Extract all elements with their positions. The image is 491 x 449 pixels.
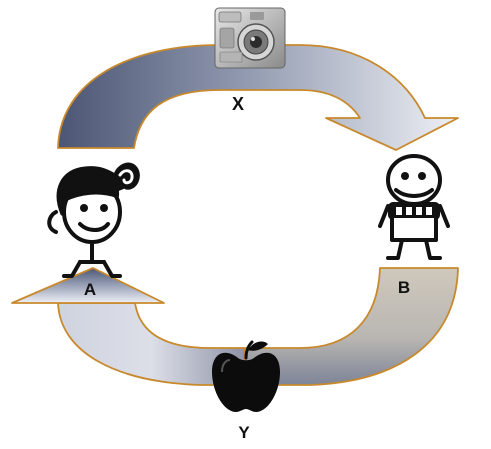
node-label-y: Y <box>238 423 250 442</box>
person-b-figure <box>380 156 448 258</box>
node-label-x: X <box>232 94 244 114</box>
person-a-figure <box>49 164 138 276</box>
camera-icon <box>215 8 285 68</box>
node-label-a: A <box>84 280 96 299</box>
node-label-b: B <box>398 278 410 297</box>
